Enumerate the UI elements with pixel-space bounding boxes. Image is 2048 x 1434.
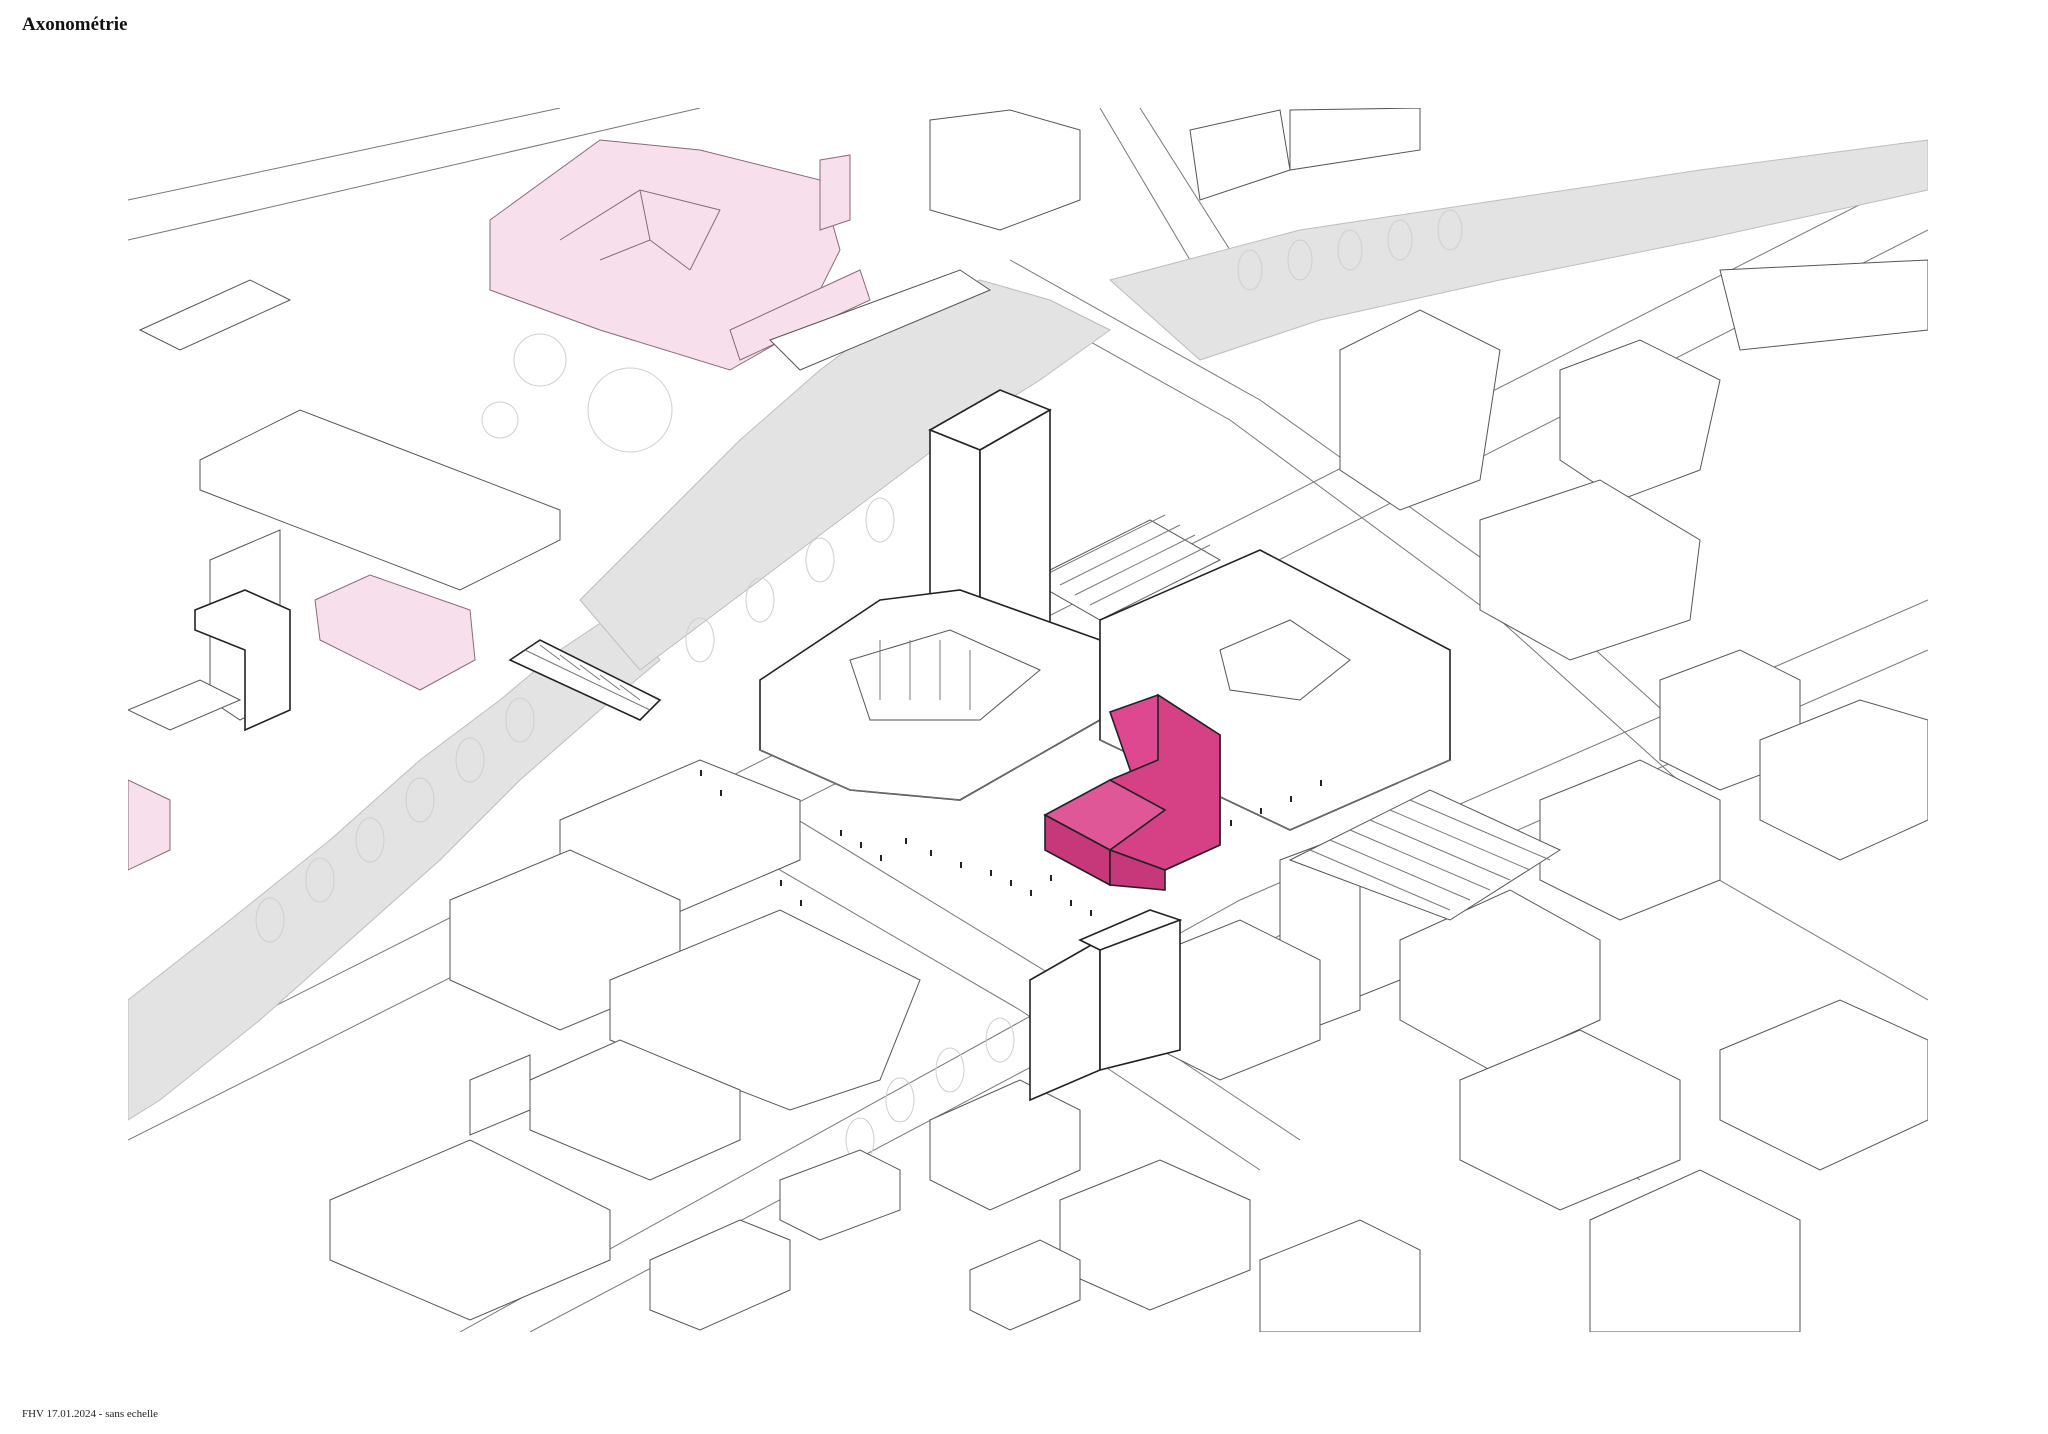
train-shed: [1028, 514, 1562, 921]
project-building: [1043, 693, 1221, 891]
people-figures: [700, 770, 1322, 916]
tree-canopy: [255, 209, 1463, 1163]
context-buildings: [128, 108, 1928, 1332]
river-upper: [579, 279, 1111, 671]
courtyard-block-left: [759, 589, 1101, 801]
slab-towers: [1029, 909, 1183, 1102]
footer-caption: FHV 17.01.2024 - sans echelle: [22, 1408, 159, 1420]
river-canal-right: [1108, 139, 1928, 361]
existing-highlighted-buildings: [128, 139, 871, 871]
page-title: Axonométrie: [22, 14, 128, 35]
footbridge: [508, 639, 662, 721]
